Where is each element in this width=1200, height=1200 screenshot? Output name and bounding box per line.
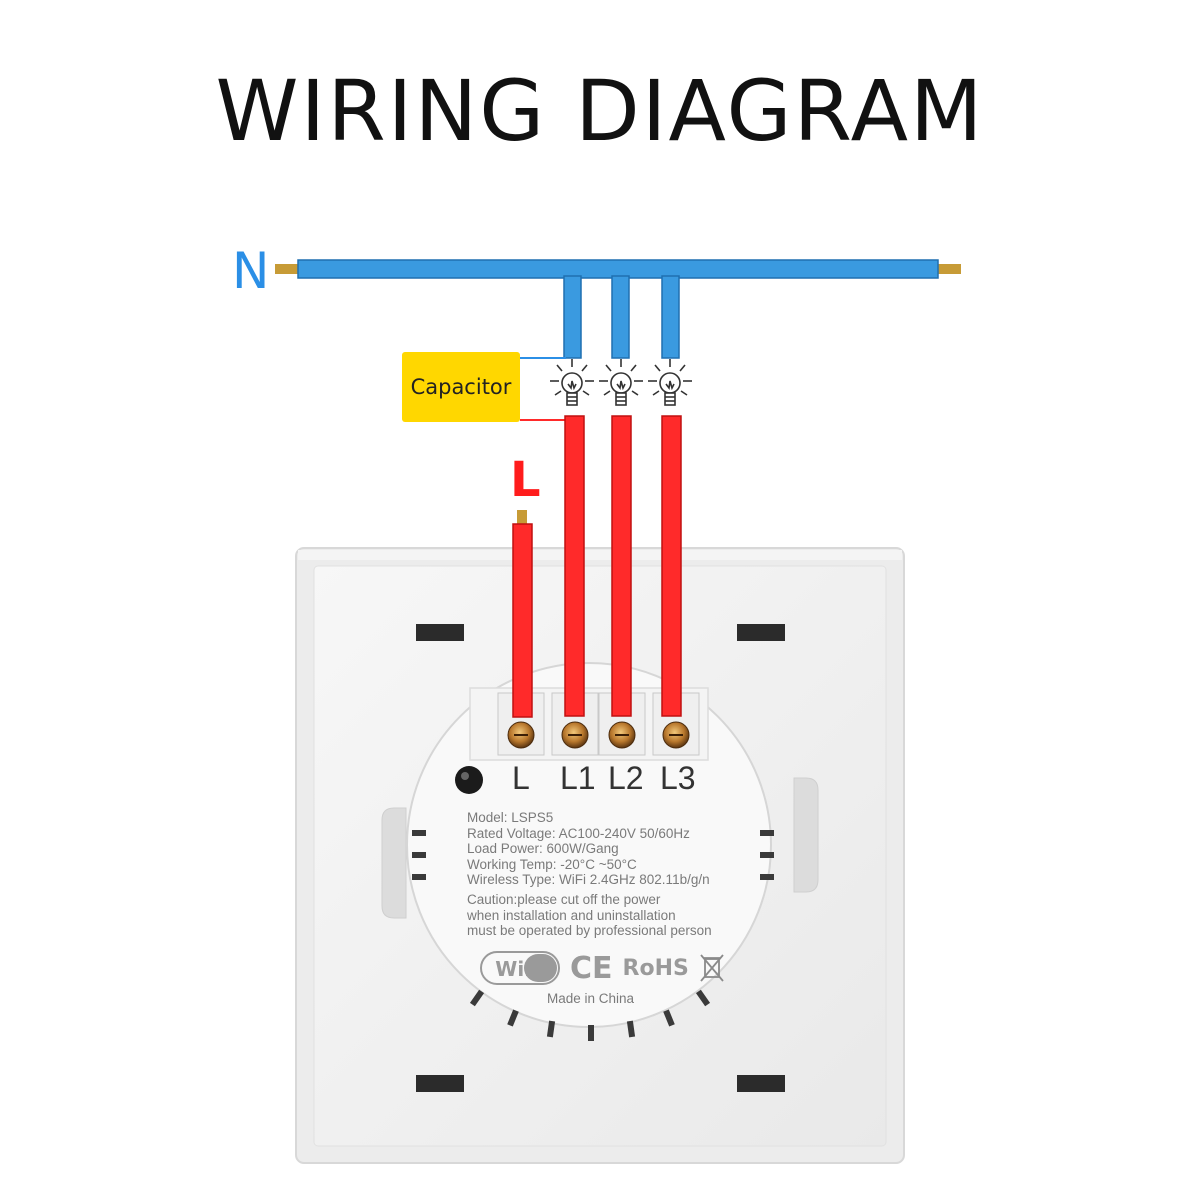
load-wire-l2 xyxy=(611,415,632,717)
rohs-logo: RoHS xyxy=(622,955,689,981)
spec-load: Load Power: 600W/Gang xyxy=(467,841,619,857)
wifi-logo-text: WiFi xyxy=(495,957,544,981)
bulb-icon xyxy=(648,359,692,406)
vent-slots xyxy=(412,830,774,1041)
side-clip-right xyxy=(793,777,819,893)
weee-bin-icon xyxy=(700,954,724,982)
mount-slot-bottom-right xyxy=(737,1075,785,1092)
spec-temp: Working Temp: -20°C ~50°C xyxy=(467,856,637,872)
caution-line-1: Caution:please cut off the power xyxy=(467,891,661,907)
switch-module xyxy=(406,662,774,1041)
terminal-label-l: L xyxy=(512,760,530,796)
terminal-screws xyxy=(507,721,690,749)
made-in-label: Made in China xyxy=(547,991,635,1006)
terminal-label-l2: L2 xyxy=(608,760,644,796)
mount-slot-top-right xyxy=(737,624,785,641)
spec-voltage: Rated Voltage: AC100-240V 50/60Hz xyxy=(467,825,690,841)
side-clip-left xyxy=(381,807,407,919)
certification-logos: WiFi CE RoHS xyxy=(480,950,725,986)
mount-slot-bottom-left xyxy=(416,1075,464,1092)
terminal-label-l1: L1 xyxy=(560,760,596,796)
live-label: L xyxy=(510,452,541,508)
caution-line-3: must be operated by professional person xyxy=(467,923,712,939)
bulb-icon xyxy=(550,359,594,406)
live-input-wire xyxy=(512,523,533,718)
neutral-drop-3 xyxy=(661,275,680,359)
terminal-block xyxy=(497,692,700,756)
neutral-drop-2 xyxy=(611,275,630,359)
mount-slot-top-left xyxy=(416,624,464,641)
page-title: WIRING DIAGRAM xyxy=(215,62,985,160)
neutral-wires xyxy=(275,259,961,359)
caution-line-2: when installation and uninstallation xyxy=(467,907,676,923)
neutral-label: N xyxy=(232,242,270,300)
wifi-logo: WiFi xyxy=(480,951,560,985)
neutral-drop-1 xyxy=(563,275,582,359)
spec-model: Model: LSPS5 xyxy=(467,810,554,825)
bulbs xyxy=(550,359,692,406)
load-wire-l1 xyxy=(564,415,585,717)
ce-logo: CE xyxy=(570,950,613,986)
load-wire-l3 xyxy=(661,415,682,717)
terminal-label-l3: L3 xyxy=(660,760,696,796)
live-wires xyxy=(512,415,682,718)
capacitor-box: Capacitor xyxy=(402,352,520,422)
bulb-icon xyxy=(599,359,643,406)
device-spec-label: Model: LSPS5 Rated Voltage: AC100-240V 5… xyxy=(467,810,777,939)
reset-button[interactable] xyxy=(455,766,483,794)
spec-wireless: Wireless Type: WiFi 2.4GHz 802.11b/g/n xyxy=(467,872,710,888)
